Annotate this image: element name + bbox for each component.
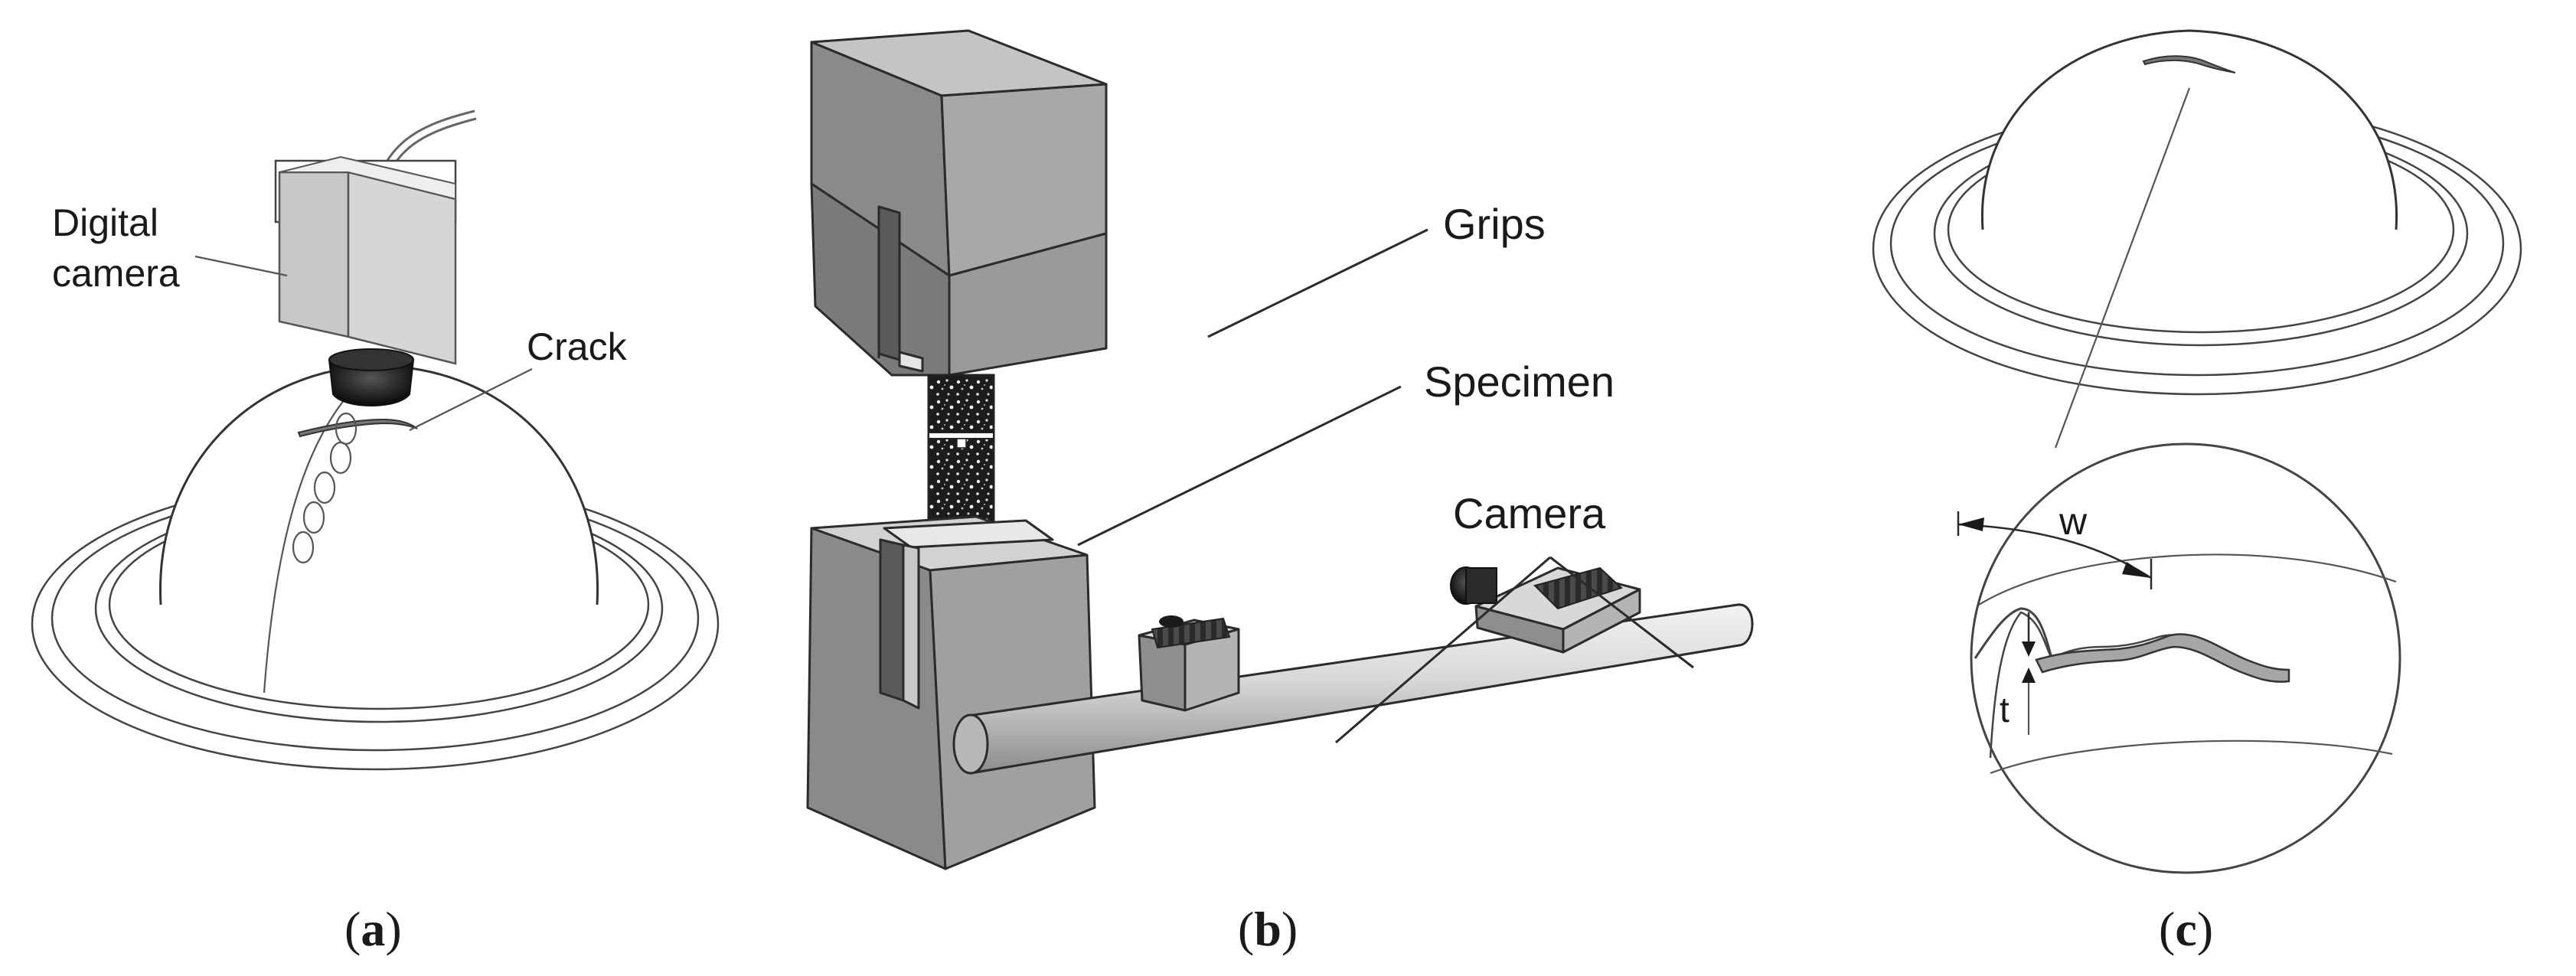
crack-leader-a [409, 368, 533, 431]
detail-leader-c [2054, 87, 2191, 449]
panel-c: w t (c) [1872, 29, 2522, 956]
grips-leader [1207, 228, 1428, 338]
camera-leader-2 [1549, 556, 1694, 669]
camera-label: Camera [1453, 489, 1606, 537]
camera-leader-1 [1335, 556, 1551, 744]
specimen-label: Specimen [1424, 357, 1614, 406]
panel-a: Digital camera Crack (a) [31, 109, 720, 956]
lower-grip [806, 515, 1096, 870]
width-label-w: w [2059, 500, 2088, 543]
crack-label: Crack [527, 325, 628, 368]
dome-specimen-a [31, 364, 720, 771]
digital-camera-label-line2: camera [52, 252, 180, 295]
grips-label: Grips [1443, 200, 1546, 248]
camera-leader-a [194, 255, 288, 277]
left-camera-b [1138, 615, 1240, 712]
caption-c: (c) [2159, 902, 2213, 956]
thickness-label-t: t [2000, 690, 2010, 730]
right-camera-b [1450, 566, 1641, 654]
dome-specimen-c [1872, 29, 2522, 396]
crack-a [292, 412, 418, 564]
specimen-b [927, 374, 995, 530]
specimen-leader [1077, 385, 1402, 547]
caption-b: (b) [1238, 902, 1298, 956]
caption-a: (a) [344, 902, 402, 956]
digital-camera-a [274, 109, 477, 406]
digital-camera-label-line1: Digital [52, 201, 158, 244]
upper-grip [810, 29, 1108, 377]
panel-b: Grips Specimen Camera (b) [806, 29, 1754, 956]
detail-view-c [1957, 442, 2401, 874]
